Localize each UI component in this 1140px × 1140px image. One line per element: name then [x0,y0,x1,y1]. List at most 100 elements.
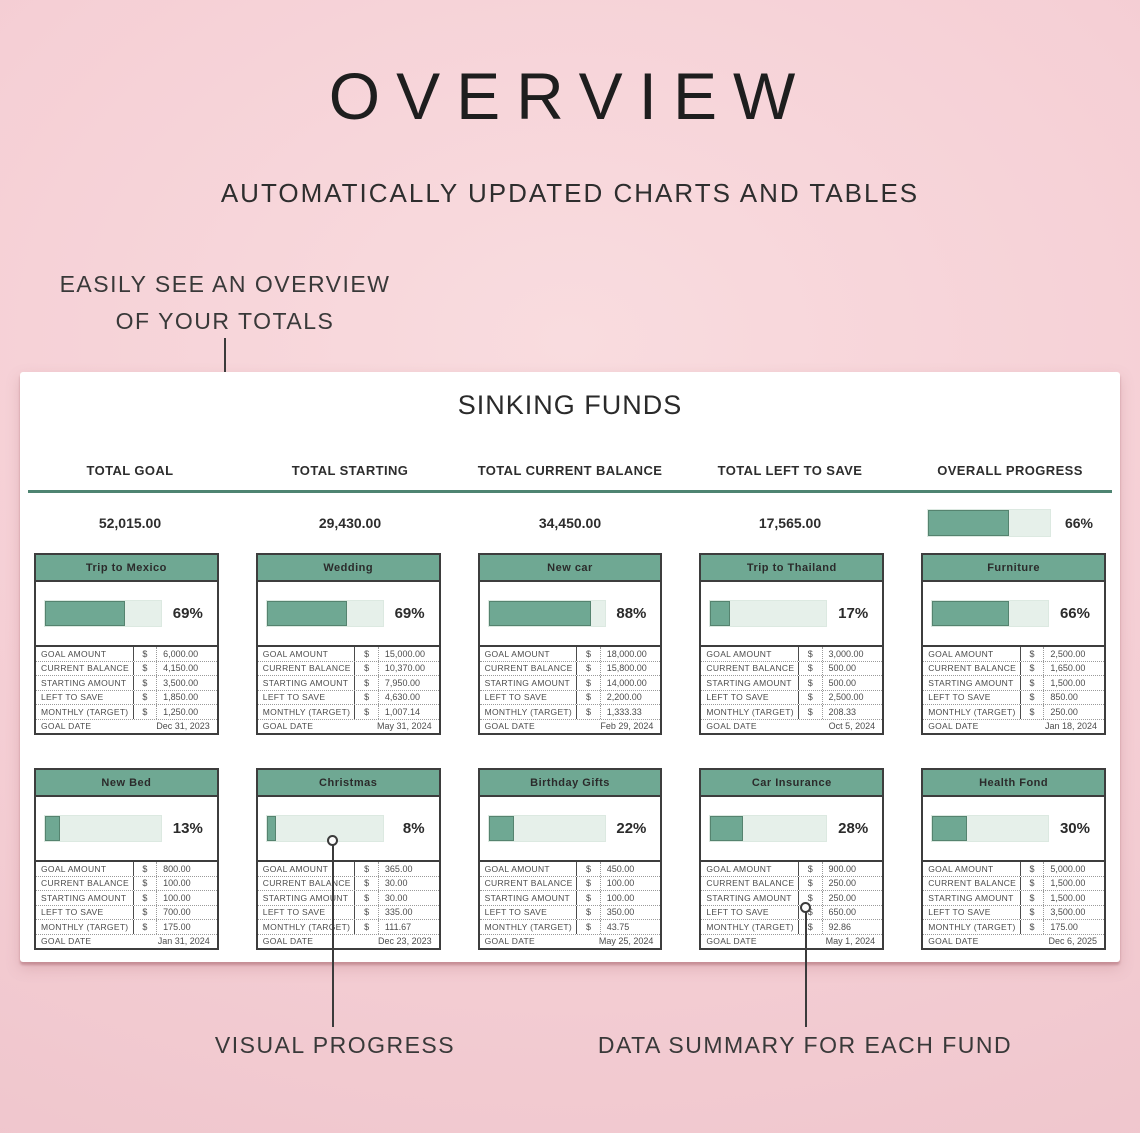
currency-symbol: $ [355,676,379,690]
fund-card: Christmas 8% GOAL AMOUNT $ 365.00 CURREN… [255,768,441,950]
currency-symbol: $ [799,876,823,890]
fund-progress-bar: 66% [923,582,1104,645]
table-row-starting-amount: STARTING AMOUNT $ 500.00 [701,676,883,691]
table-row-left-to-save: LEFT TO SAVE $ 3,500.00 [923,905,1104,920]
row-value: Jan 18, 2024 [1044,721,1097,732]
table-row-monthly-target: MONTHLY (TARGET) $ 208.33 [701,705,883,720]
fund-card: Trip to Mexico 69% GOAL AMOUNT $ 6,000.0… [34,553,219,735]
row-value: 335.00 [384,907,413,918]
table-row-left-to-save: LEFT TO SAVE $ 650.00 [701,905,883,920]
row-label: GOAL AMOUNT [701,647,800,661]
fund-summary-table: GOAL AMOUNT $ 365.00 CURRENT BALANCE $ 3… [257,860,439,948]
row-value: 30.00 [384,878,408,889]
table-row-left-to-save: LEFT TO SAVE $ 2,500.00 [701,690,883,705]
row-label: MONTHLY (TARGET) [923,705,1021,719]
currency-symbol: $ [355,891,379,905]
fund-card: New Bed 13% GOAL AMOUNT $ 800.00 CURRENT… [34,768,219,950]
row-label: CURRENT BALANCE [480,876,578,890]
fund-title: Furniture [923,555,1104,582]
fund-card: Furniture 66% GOAL AMOUNT $ 2,500.00 CUR… [921,553,1106,735]
table-row-monthly-target: MONTHLY (TARGET) $ 250.00 [923,705,1104,720]
fund-summary-table: GOAL AMOUNT $ 900.00 CURRENT BALANCE $ 2… [701,860,883,948]
row-value: 30.00 [384,892,408,903]
fund-summary-table: GOAL AMOUNT $ 18,000.00 CURRENT BALANCE … [479,645,661,733]
row-value: 1,007.14 [384,706,420,717]
row-label: GOAL DATE [484,721,535,732]
fund-progress-track [265,600,384,627]
table-row-current-balance: CURRENT BALANCE $ 100.00 [36,876,217,891]
currency-symbol: $ [355,876,379,890]
currency-symbol: $ [355,705,379,719]
row-value: 250.00 [828,878,857,889]
row-label: CURRENT BALANCE [258,661,356,675]
currency-symbol: $ [1021,661,1045,675]
row-label: GOAL AMOUNT [923,647,1021,661]
table-row-goal-amount: GOAL AMOUNT $ 900.00 [701,862,883,877]
overall-progress-percent: 66% [1064,514,1094,531]
row-value: 7,950.00 [384,677,420,688]
currency-symbol: $ [134,862,158,876]
currency-symbol: $ [1021,891,1045,905]
currency-symbol: $ [799,920,823,934]
row-label: GOAL AMOUNT [258,647,356,661]
fund-progress-fill [45,601,126,626]
table-row-goal-amount: GOAL AMOUNT $ 800.00 [36,862,217,877]
fund-progress-percent: 30% [1059,820,1090,837]
row-label: GOAL DATE [706,721,757,732]
row-value: Jan 31, 2024 [157,936,210,947]
currency-symbol: $ [355,920,379,934]
row-label: MONTHLY (TARGET) [258,920,356,934]
row-label: STARTING AMOUNT [480,676,578,690]
row-label: CURRENT BALANCE [36,661,134,675]
table-row-goal-date: GOAL DATE May 31, 2024 [258,720,439,734]
row-value: 1,850.00 [163,692,199,703]
fund-progress-bar: 17% [701,582,882,645]
table-row-left-to-save: LEFT TO SAVE $ 850.00 [923,690,1104,705]
fund-progress-track [265,815,384,842]
currency-symbol: $ [355,690,379,704]
currency-symbol: $ [577,891,601,905]
overall-progress: 66% [900,508,1120,537]
table-row-starting-amount: STARTING AMOUNT $ 1,500.00 [923,676,1104,691]
row-label: STARTING AMOUNT [36,676,134,690]
currency-symbol: $ [134,690,158,704]
row-value: 250.00 [828,892,857,903]
row-label: STARTING AMOUNT [36,891,134,905]
table-row-goal-amount: GOAL AMOUNT $ 450.00 [479,862,661,877]
annotation-totals-line1: EASILY SEE AN OVERVIEW [59,271,391,297]
row-value: May 31, 2024 [377,721,432,732]
row-label: CURRENT BALANCE [258,876,356,890]
fund-progress-track [931,600,1050,627]
fund-progress-bar: 30% [923,797,1104,860]
fund-progress-fill [266,601,347,626]
row-value: 3,500.00 [163,677,199,688]
table-row-monthly-target: MONTHLY (TARGET) $ 1,007.14 [257,705,439,720]
fund-progress-track [487,815,606,842]
currency-symbol: $ [355,647,379,661]
fund-card: Car Insurance 28% GOAL AMOUNT $ 900.00 C… [699,768,885,950]
fund-summary-table: GOAL AMOUNT $ 6,000.00 CURRENT BALANCE $… [36,645,217,733]
table-row-monthly-target: MONTHLY (TARGET) $ 175.00 [923,920,1104,935]
currency-symbol: $ [1021,676,1045,690]
row-label: GOAL DATE [928,936,979,947]
table-row-monthly-target: MONTHLY (TARGET) $ 175.00 [36,920,217,935]
table-row-current-balance: CURRENT BALANCE $ 100.00 [479,876,661,891]
currency-symbol: $ [799,905,823,919]
row-label: GOAL AMOUNT [480,862,578,876]
row-value: Dec 6, 2025 [1048,936,1097,947]
row-label: MONTHLY (TARGET) [480,705,578,719]
header-divider [28,490,1112,493]
page-subtitle: AUTOMATICALLY UPDATED CHARTS AND TABLES [220,178,920,208]
fund-card: Trip to Thailand 17% GOAL AMOUNT $ 3,000… [699,553,885,735]
row-label: MONTHLY (TARGET) [701,920,800,934]
totals-values-row: 52,015.00 29,430.00 34,450.00 17,565.00 … [20,504,1120,541]
fund-title: New Bed [36,770,217,797]
row-label: LEFT TO SAVE [923,690,1021,704]
fund-summary-table: GOAL AMOUNT $ 15,000.00 CURRENT BALANCE … [257,645,439,734]
row-label: LEFT TO SAVE [480,905,578,919]
row-label: GOAL DATE [928,721,979,732]
currency-symbol: $ [1021,705,1045,719]
row-value: 111.67 [384,921,412,932]
row-label: MONTHLY (TARGET) [701,705,800,719]
row-label: GOAL AMOUNT [36,647,134,661]
